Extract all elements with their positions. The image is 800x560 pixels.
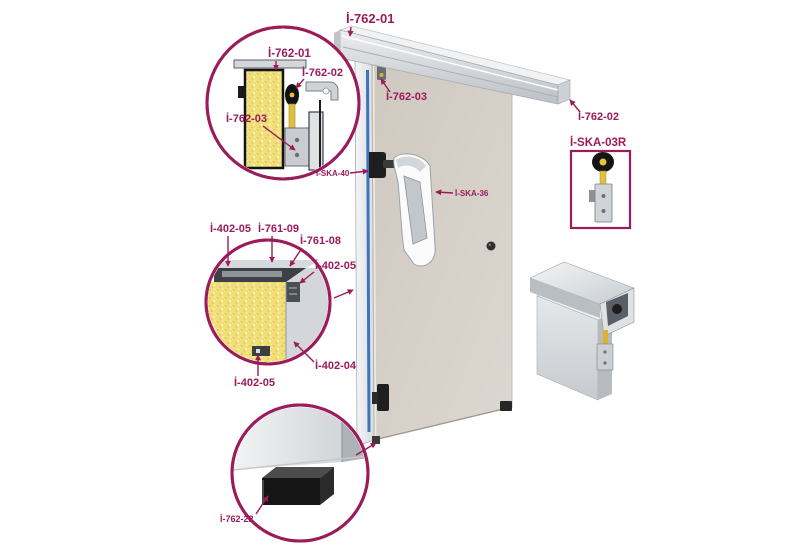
rail-detail-wheel-hub	[289, 92, 295, 98]
leader-panel-detail	[333, 289, 354, 299]
leader-detail-rail-end	[295, 78, 305, 89]
render-roller-plate-hole	[603, 361, 607, 365]
panel-cap-inner	[222, 271, 282, 277]
door-bottom-edge	[373, 406, 513, 441]
label-panel-bottom: İ-402-05	[234, 376, 275, 389]
roller-axle	[599, 170, 607, 186]
door-face	[371, 61, 513, 441]
leader-trolley	[380, 78, 391, 93]
label-panel-cap: İ-761-09	[258, 222, 299, 235]
door-bottom-guide-left	[372, 436, 380, 444]
door-bottom-guide-right	[500, 401, 512, 411]
rail-highlight	[341, 35, 559, 91]
rail-assembly-render	[529, 261, 635, 401]
roller-plate-hole	[601, 194, 606, 198]
label-roller-title: İ-SKA-03R	[570, 136, 627, 149]
label-panel-skin: İ-402-04	[315, 359, 357, 372]
roller-mount-plate	[594, 183, 613, 223]
floor-detail-door-bottom	[234, 407, 342, 470]
door-knob	[486, 241, 496, 251]
render-rail-front	[530, 278, 600, 318]
leader-rail-end	[569, 99, 581, 113]
label-detail-trolley: İ-762-03	[226, 112, 267, 125]
floor-detail-floor-line	[234, 455, 366, 471]
leader-handle	[435, 189, 454, 196]
render-roller-plate-hole	[603, 350, 607, 354]
roller-wheel-hub	[599, 158, 607, 166]
door-face-edge-highlight	[372, 65, 377, 438]
rail-detail-bracket-hole	[322, 87, 330, 95]
sliding-door	[354, 56, 513, 447]
rail-detail-content	[233, 59, 339, 172]
rail-groove	[342, 46, 559, 98]
leader-floor-guide	[255, 495, 269, 515]
label-detail-rail-end: İ-762-02	[302, 66, 343, 79]
handle-link	[383, 160, 396, 168]
roller-side-bracket	[589, 190, 595, 202]
rail-detail-end-bracket	[305, 81, 339, 101]
leader-floor-detail	[355, 442, 377, 456]
leader-rail-top	[347, 26, 354, 37]
floor-guide-top-face	[262, 467, 334, 478]
label-panel-corner: İ-761-08	[300, 234, 341, 247]
part-labels: İ-762-01 İ-762-03 İ-762-02 İ-SKA-40 İ-SK…	[210, 11, 627, 524]
roller-detail	[569, 149, 632, 230]
floor-detail-ring-edge	[230, 403, 370, 543]
label-rail-top: İ-762-01	[346, 11, 394, 26]
panel-detail-ring-edge	[204, 238, 332, 366]
door-knob-highlight	[488, 243, 491, 246]
rail-detail-profile	[233, 59, 307, 69]
label-handle-keeper: İ-SKA-40	[316, 169, 350, 178]
handle-keeper	[369, 152, 386, 178]
panel-corner-profile	[286, 282, 300, 302]
door-trolley-bolt	[379, 73, 384, 77]
label-handle: İ-SKA-36	[455, 189, 489, 198]
render-rail-wheel	[612, 304, 622, 314]
leader-lines	[225, 26, 581, 515]
handle-top-cap	[396, 156, 426, 172]
label-rail-end: İ-762-02	[578, 110, 619, 123]
floor-guide-front-face	[262, 478, 320, 505]
leader-panel-right	[299, 271, 315, 284]
panel-bottom-profile-mark	[256, 349, 260, 353]
floor-guide-detail	[230, 403, 370, 543]
rail-detail-clamp	[238, 86, 246, 98]
label-panel-right: İ-402-05	[315, 259, 356, 272]
panel-section-detail	[204, 238, 332, 366]
panel-cap-top-face	[214, 260, 322, 268]
leader-panel-corner	[289, 247, 303, 267]
rail-right-end-cap	[557, 79, 571, 105]
rail-detail-plate-hole	[294, 137, 300, 143]
top-rail	[334, 25, 572, 105]
leader-handle-keeper	[349, 168, 369, 175]
lower-latch	[377, 384, 389, 411]
render-roller-bolt	[603, 330, 608, 346]
door-gasket	[366, 69, 371, 433]
lower-latch-plate	[372, 392, 378, 404]
rail-detail-foam-panel	[243, 68, 285, 170]
label-detail-rail: İ-762-01	[268, 47, 311, 60]
render-roller-plate	[596, 343, 614, 371]
rail-detail-ring-edge	[205, 25, 361, 181]
floor-guide-side-face	[320, 467, 334, 505]
leader-panel-skin	[293, 341, 315, 363]
label-trolley: İ-762-03	[386, 90, 427, 103]
rail-detail-plate-hole	[294, 152, 300, 158]
handle-lever	[403, 175, 428, 245]
panel-foam-core	[208, 282, 286, 362]
leader-detail-trolley	[262, 125, 296, 151]
roller-plate-hole	[601, 209, 606, 213]
panel-bottom-profile	[252, 346, 270, 356]
rail-detail-bolt	[288, 103, 296, 131]
label-panel-top-left: İ-402-05	[210, 222, 251, 235]
label-floor-guide: İ-762-22	[220, 514, 254, 524]
rail-detail-trolley-plate	[284, 127, 310, 167]
rail-detail	[205, 25, 361, 181]
